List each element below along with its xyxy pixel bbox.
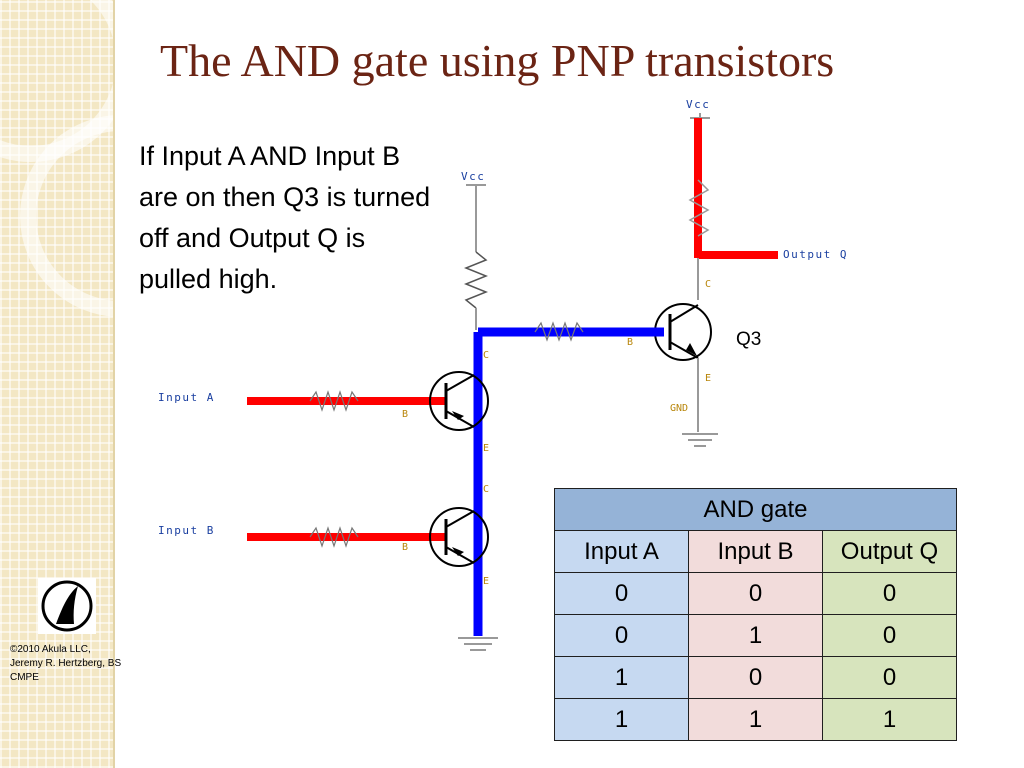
qb-pin-e: E <box>483 576 489 587</box>
table-row: 1 0 0 <box>554 656 957 699</box>
transistor-qa <box>429 371 489 431</box>
header-input-a: Input A <box>554 530 689 573</box>
q3-label: Q3 <box>736 329 761 350</box>
cell-input-a: 1 <box>554 656 689 699</box>
qb-pin-c: C <box>483 484 489 495</box>
qa-pin-c: C <box>483 350 489 361</box>
q3-pin-c: C <box>705 279 711 290</box>
input-a-label: Input A <box>158 391 215 404</box>
output-q-label: Output Q <box>783 248 848 261</box>
qa-pin-b: B <box>402 409 408 420</box>
decorative-sidebar <box>0 0 113 768</box>
cell-input-b: 0 <box>688 656 823 699</box>
cell-input-b: 0 <box>688 572 823 615</box>
input-b-label: Input B <box>158 524 215 537</box>
cell-output-q: 0 <box>822 656 957 699</box>
slide-description: If Input A AND Input B are on then Q3 is… <box>139 141 431 294</box>
table-row: 0 0 0 <box>554 572 957 615</box>
ground-symbol-q3 <box>682 433 718 447</box>
slide-title: The AND gate using PNP transistors <box>160 35 835 86</box>
vcc-label-right: Vcc <box>686 98 710 111</box>
base-resistor-q3 <box>534 321 584 342</box>
pullup-resistor-left <box>463 251 489 309</box>
q3-pin-b: B <box>627 337 633 348</box>
table-row: 1 1 1 <box>554 698 957 741</box>
pullup-resistor-right <box>688 179 710 237</box>
qa-pin-e: E <box>483 443 489 454</box>
gnd-label: GND <box>670 403 688 414</box>
cell-input-a: 1 <box>554 698 689 741</box>
header-output-q: Output Q <box>822 530 957 573</box>
cell-output-q: 0 <box>822 572 957 615</box>
vcc-label-left: Vcc <box>461 170 485 183</box>
cell-input-b: 1 <box>688 614 823 657</box>
cell-output-q: 0 <box>822 614 957 657</box>
base-resistor-b <box>309 526 359 548</box>
sidebar-divider <box>113 0 115 768</box>
copyright-text: ©2010 Akula LLC, Jeremy R. Hertzberg, BS… <box>10 644 122 683</box>
ground-symbol-left <box>458 637 498 651</box>
qb-pin-b: B <box>402 542 408 553</box>
cell-input-a: 0 <box>554 572 689 615</box>
company-logo <box>38 578 96 634</box>
transistor-qb <box>429 507 489 567</box>
table-row: 0 1 0 <box>554 614 957 657</box>
cell-output-q: 1 <box>822 698 957 741</box>
cell-input-b: 1 <box>688 698 823 741</box>
q3-pin-e: E <box>705 373 711 384</box>
base-resistor-a <box>309 390 359 412</box>
truth-table-title: AND gate <box>554 488 957 531</box>
header-input-b: Input B <box>688 530 823 573</box>
truth-table: AND gate Input A Input B Output Q 0 0 0 … <box>554 488 957 741</box>
cell-input-a: 0 <box>554 614 689 657</box>
